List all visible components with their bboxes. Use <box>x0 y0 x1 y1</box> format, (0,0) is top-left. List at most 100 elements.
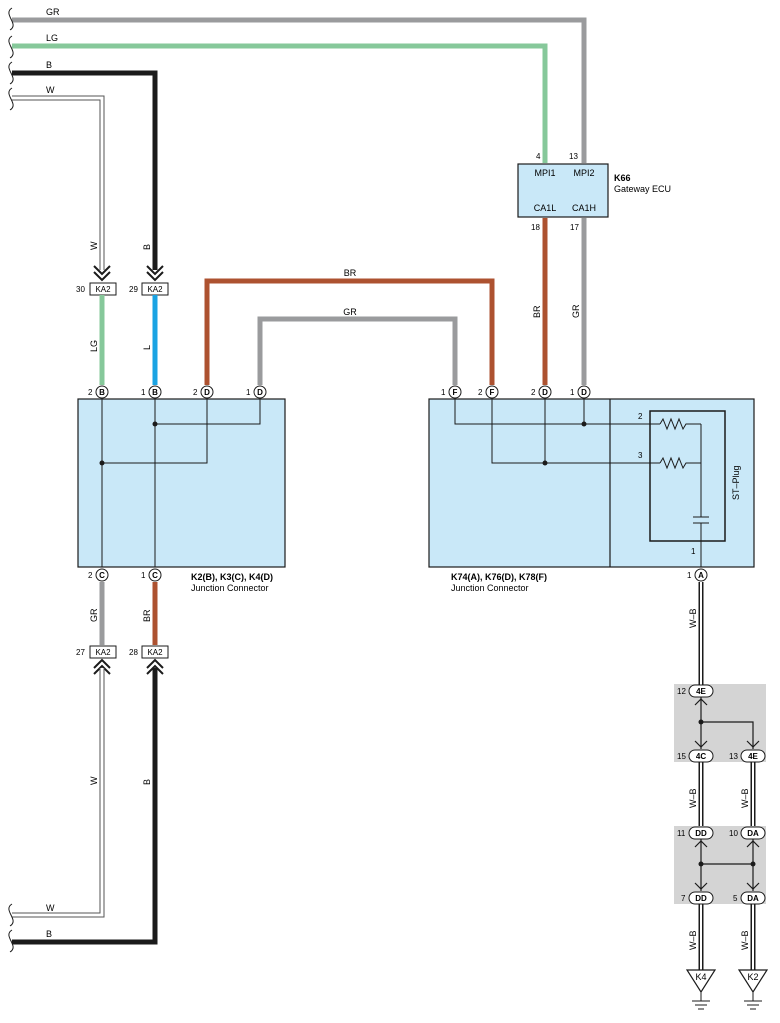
svg-text:MPI1: MPI1 <box>534 168 555 178</box>
ecu-id: K66 <box>614 173 631 183</box>
svg-text:DA: DA <box>747 829 759 838</box>
svg-text:D: D <box>581 388 587 397</box>
svg-text:KA2: KA2 <box>95 648 111 657</box>
svg-text:2: 2 <box>531 388 536 397</box>
st-plug: 2 3 1 ST–Plug <box>638 410 741 556</box>
jc-left-pin: B 1 <box>141 385 162 399</box>
wire-label-w: W <box>46 85 55 95</box>
splice-connector-10: DA 10 <box>729 826 766 840</box>
svg-text:D: D <box>204 388 210 397</box>
svg-text:BR: BR <box>344 268 357 278</box>
svg-text:MPI2: MPI2 <box>573 168 594 178</box>
svg-text:GR: GR <box>571 304 581 318</box>
jc-left-pin: D 2 <box>193 385 214 399</box>
svg-text:2: 2 <box>638 412 643 421</box>
svg-text:F: F <box>490 388 495 397</box>
ka2-connector-27: KA2 27 <box>76 645 117 659</box>
svg-text:KA2: KA2 <box>147 285 163 294</box>
svg-text:F: F <box>453 388 458 397</box>
svg-text:D: D <box>257 388 263 397</box>
svg-text:2: 2 <box>88 388 93 397</box>
svg-text:KA2: KA2 <box>95 285 111 294</box>
wire-gr-top: GR <box>12 7 587 163</box>
svg-text:CA1H: CA1H <box>572 203 596 213</box>
wire-lg-mid: LG <box>89 295 105 385</box>
jc-right-pin: D 1 <box>570 385 591 399</box>
svg-text:1: 1 <box>441 388 446 397</box>
jc-right-pin: F 1 <box>441 385 462 399</box>
jc-left-pin: C 2 <box>88 568 109 582</box>
wire-label-b: B <box>46 60 52 70</box>
wire-w-top: W W <box>12 85 105 270</box>
jc-right-pin: D 2 <box>531 385 552 399</box>
ground-icon: K4 <box>685 969 717 1010</box>
wire-br-loop: BR <box>204 268 495 385</box>
wire-label-wb: W–B <box>688 788 698 808</box>
svg-text:1: 1 <box>246 388 251 397</box>
jc-left-title: K2(B), K3(C), K4(D) <box>191 572 273 582</box>
junction-connector-left: K2(B), K3(C), K4(D) Junction Connector <box>77 398 286 593</box>
wire-label-b-vert: B <box>142 244 152 250</box>
splice-connector-7: DD 7 <box>681 891 714 905</box>
svg-text:2: 2 <box>478 388 483 397</box>
wire-lg-top: LG <box>12 33 548 163</box>
wire-w-low: W W <box>12 668 105 918</box>
ka2-connector-28: KA2 28 <box>129 645 169 659</box>
svg-text:3: 3 <box>638 451 643 460</box>
jc-left-subtitle: Junction Connector <box>191 583 269 593</box>
svg-text:1: 1 <box>141 388 146 397</box>
svg-text:B: B <box>152 388 158 397</box>
svg-text:10: 10 <box>729 829 738 838</box>
chevron-down-icon <box>93 265 164 282</box>
svg-text:1: 1 <box>691 547 696 556</box>
svg-text:4: 4 <box>536 152 541 161</box>
wire-br-right: BR <box>532 218 548 385</box>
splice-connector-13: 4E 13 <box>729 749 766 763</box>
jc-right-subtitle: Junction Connector <box>451 583 529 593</box>
wire-label-lg: LG <box>46 33 58 43</box>
splice-connector-15: 4C 15 <box>677 749 714 763</box>
svg-text:2: 2 <box>193 388 198 397</box>
svg-text:13: 13 <box>569 152 578 161</box>
break-marks-bottom <box>8 903 14 953</box>
svg-text:C: C <box>152 571 158 580</box>
splice-connector-5: DA 5 <box>733 891 766 905</box>
svg-text:5: 5 <box>733 894 738 903</box>
ground-icon: K2 <box>737 969 769 1010</box>
svg-text:DD: DD <box>695 829 707 838</box>
svg-text:A: A <box>698 571 704 580</box>
svg-text:12: 12 <box>677 687 686 696</box>
break-marks-top <box>8 7 14 111</box>
wire-br-low: BR <box>142 582 158 645</box>
wire-label-wb: W–B <box>740 788 750 808</box>
jc-right-pin: A 1 <box>687 568 708 582</box>
wire-label-wb: W–B <box>688 930 698 950</box>
svg-text:15: 15 <box>677 752 686 761</box>
wire-gr-low: GR <box>89 582 105 645</box>
splice-connector-11: DD 11 <box>677 826 714 840</box>
svg-text:4C: 4C <box>696 752 706 761</box>
wire-l-mid: L <box>142 295 158 385</box>
svg-text:GR: GR <box>89 608 99 622</box>
svg-text:DA: DA <box>747 894 759 903</box>
svg-text:BR: BR <box>532 305 542 318</box>
svg-text:7: 7 <box>681 894 686 903</box>
svg-text:K4: K4 <box>695 972 706 982</box>
svg-text:4E: 4E <box>748 752 758 761</box>
svg-text:CA1L: CA1L <box>534 203 557 213</box>
svg-text:27: 27 <box>76 648 85 657</box>
svg-text:B: B <box>99 388 105 397</box>
svg-text:4E: 4E <box>696 687 706 696</box>
ecu-name: Gateway ECU <box>614 184 671 194</box>
jc-left-pin: B 2 <box>88 385 109 399</box>
ka2-connector-30: KA2 30 <box>76 282 117 296</box>
splice-band-upper <box>674 684 766 762</box>
svg-text:17: 17 <box>570 223 579 232</box>
jc-right-pin: F 2 <box>478 385 499 399</box>
wire-label-gr: GR <box>46 7 60 17</box>
svg-text:13: 13 <box>729 752 738 761</box>
wire-gr-loop: GR <box>257 307 458 385</box>
svg-text:11: 11 <box>677 829 686 838</box>
svg-text:18: 18 <box>531 223 540 232</box>
